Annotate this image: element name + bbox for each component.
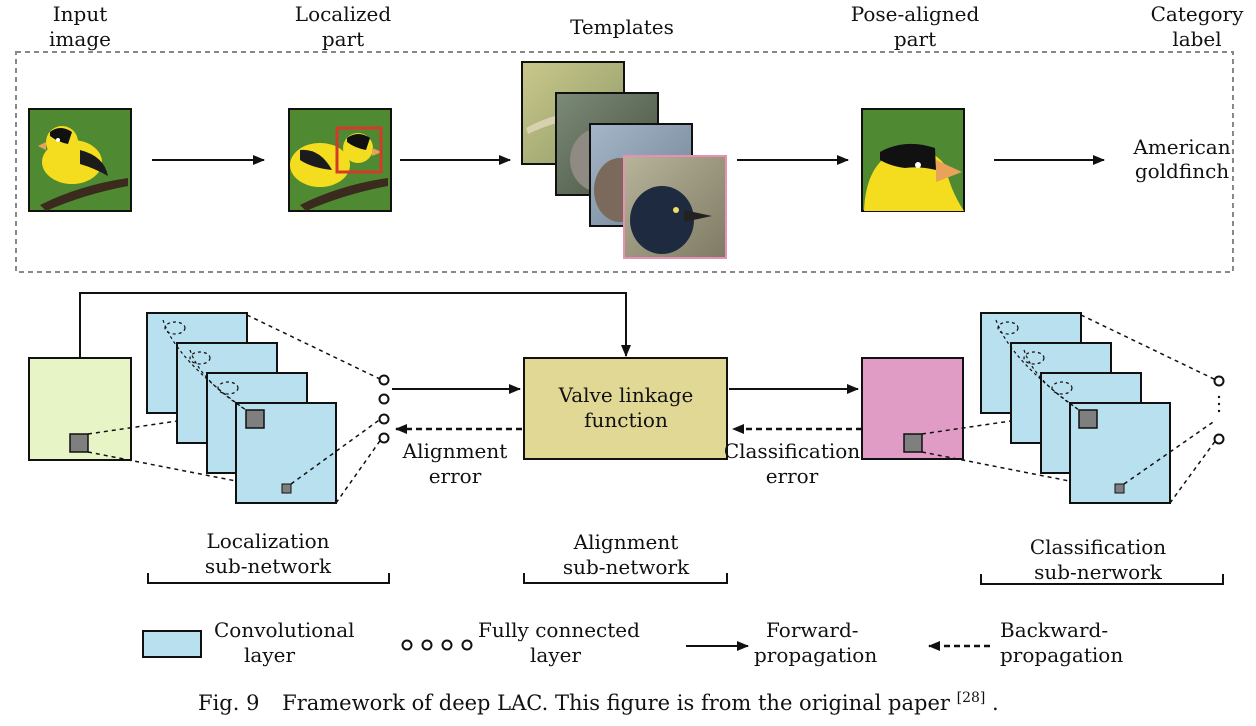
svg-text:Alignment: Alignment (573, 530, 679, 554)
svg-text:propagation: propagation (754, 643, 877, 667)
classification-input-box (861, 357, 964, 460)
svg-text:sub-nerwork: sub-nerwork (1034, 560, 1163, 584)
svg-text:American: American (1132, 135, 1230, 159)
figure-caption: Fig. 9 Framework of deep LAC. This figur… (198, 683, 999, 715)
stage-label-templates: Templates (570, 15, 674, 39)
localization-conv-stack (146, 312, 337, 504)
svg-text:Classification: Classification (724, 439, 860, 463)
classification-error-label: Classification error (724, 439, 860, 488)
svg-text:Input: Input (53, 2, 108, 26)
svg-text:error: error (766, 464, 819, 488)
svg-text:Pose-aligned: Pose-aligned (851, 2, 980, 26)
valve-linkage-function-box: Valve linkage function (523, 357, 728, 460)
pipeline-dashed-frame (15, 51, 1234, 273)
stage-label-category-label: Category label (1151, 2, 1245, 51)
localization-input-box (28, 357, 132, 461)
svg-text:Localized: Localized (295, 2, 392, 26)
svg-text:Backward-: Backward- (1000, 618, 1108, 642)
subnetwork-label-alignment: Alignment sub-network (523, 530, 728, 584)
pose-aligned-part-image (861, 108, 965, 212)
stage-label-pose-aligned-part: Pose-aligned part (851, 2, 980, 51)
subnetwork-label-classification: Classification sub-nerwork (980, 535, 1224, 585)
stage-label-input-image: Input image (49, 2, 111, 51)
svg-text:function: function (584, 408, 668, 432)
svg-text:layer: layer (530, 643, 581, 667)
svg-text:goldfinch: goldfinch (1135, 159, 1229, 183)
svg-text:Fully connected: Fully connected (478, 618, 640, 642)
legend-backward-propagation: Backward- propagation (928, 618, 1123, 667)
svg-text:Valve linkage: Valve linkage (558, 383, 694, 407)
localization-fc-layer (378, 374, 390, 444)
subnetwork-label-localization: Localization sub-network (147, 529, 390, 584)
classification-conv-stack (980, 312, 1171, 504)
svg-text:label: label (1172, 27, 1221, 51)
svg-text:Alignment: Alignment (402, 439, 508, 463)
svg-text:part: part (322, 27, 364, 51)
svg-text:sub-network: sub-network (563, 555, 690, 579)
svg-text:Localization: Localization (206, 529, 329, 553)
arrow-input-to-valve (79, 292, 631, 357)
result-label: American goldfinch (1132, 135, 1230, 183)
legend-forward-propagation: Forward- propagation (686, 618, 877, 667)
svg-text:Classification: Classification (1030, 535, 1166, 559)
svg-text:Templates: Templates (570, 15, 674, 39)
svg-text:Forward-: Forward- (766, 618, 859, 642)
stage-label-localized-part: Localized part (295, 2, 392, 51)
localized-part-image (288, 108, 392, 212)
svg-text:sub-network: sub-network (205, 554, 332, 578)
svg-text:layer: layer (244, 643, 295, 667)
svg-text:Convolutional: Convolutional (214, 618, 355, 642)
legend-fully-connected-layer: Fully connected layer (401, 618, 640, 667)
classification-fc-layer (1213, 375, 1225, 445)
legend-conv-layer: Convolutional layer (142, 618, 355, 667)
svg-text:Category: Category (1151, 2, 1245, 26)
part-bounding-box (335, 126, 383, 174)
svg-text:propagation: propagation (1000, 643, 1123, 667)
alignment-error-label: Alignment error (402, 439, 508, 488)
svg-text:part: part (894, 27, 936, 51)
input-bird-image (28, 108, 132, 212)
svg-text:error: error (429, 464, 482, 488)
template-images-stack (521, 61, 727, 259)
svg-text:image: image (49, 27, 111, 51)
svg-text:Fig. 9 Framework of deep: Fig. 9 Framework of deep LAC. This figur… (198, 683, 999, 715)
